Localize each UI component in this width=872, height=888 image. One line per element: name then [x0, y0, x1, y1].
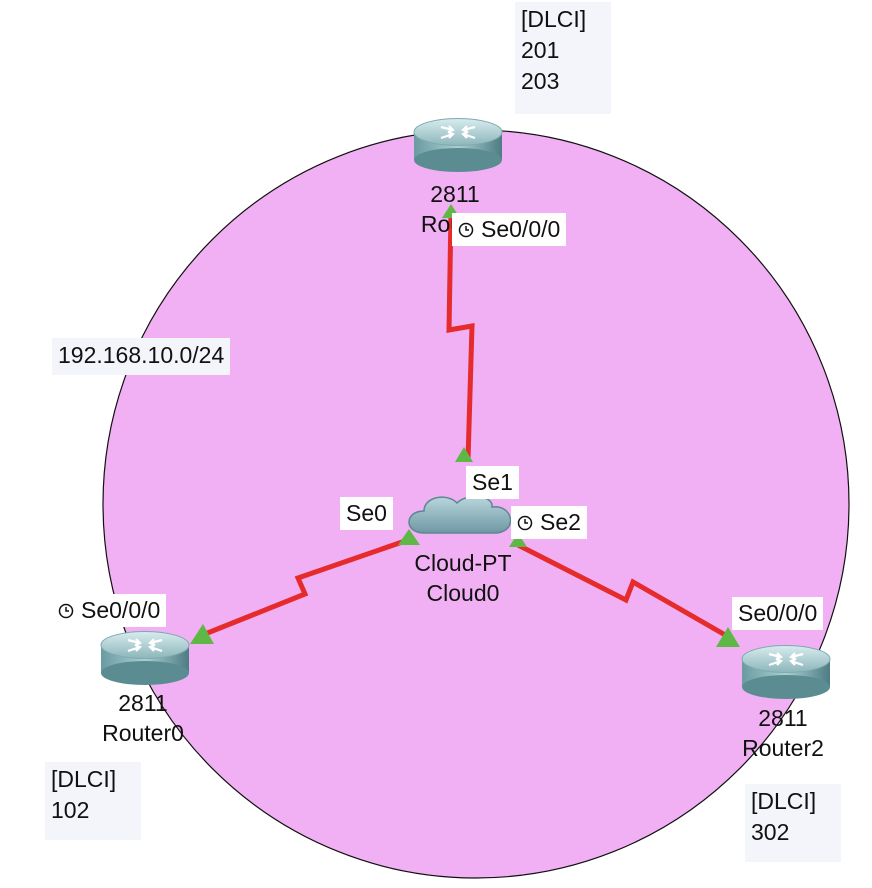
port-label-right-router: Se0/0/0 — [732, 597, 824, 630]
router-name: Router2 — [742, 735, 824, 761]
port-label-cloud-se1: Se1 — [466, 466, 519, 499]
router-name: Router0 — [102, 720, 184, 746]
dlci-note-left: [DLCI] 102 — [45, 762, 141, 840]
dlci-note-right: [DLCI] 302 — [745, 784, 841, 862]
dlci-value: 201 — [521, 37, 560, 63]
router-icon — [100, 630, 190, 686]
network-address-label: 192.168.10.0/24 — [52, 338, 231, 375]
port-label-top-router: Se0/0/0 — [452, 213, 567, 246]
cloud-type: Cloud-PT — [414, 550, 512, 576]
port-name: Se0/0/0 — [81, 597, 161, 623]
dlci-value: 203 — [521, 68, 560, 94]
port-label-cloud-se0: Se0 — [340, 497, 393, 530]
link-top-router-cloud[interactable] — [446, 211, 475, 461]
link-end-cloud-se1 — [455, 447, 473, 462]
link-end-cloud-se2 — [509, 533, 527, 547]
port-name: Se0 — [346, 500, 387, 526]
cloud-icon[interactable] — [408, 495, 512, 534]
router-right[interactable] — [741, 644, 831, 700]
link-left-router-cloud[interactable] — [199, 537, 409, 639]
clock-icon — [517, 515, 533, 531]
dlci-value: 102 — [51, 797, 90, 823]
port-label-cloud-se2: Se2 — [511, 506, 587, 539]
port-name: Se0/0/0 — [738, 600, 818, 626]
dlci-note-top: [DLCI] 201 203 — [515, 2, 611, 114]
router-right-caption: 2811 Router2 — [742, 703, 824, 763]
router-left-caption: 2811 Router0 — [102, 688, 184, 748]
port-name: Se1 — [472, 469, 513, 495]
dlci-title: [DLCI] — [521, 6, 587, 32]
link-right-router-cloud[interactable] — [516, 542, 729, 639]
link-end-cloud-se0 — [398, 529, 420, 545]
clock-icon — [458, 222, 474, 238]
dlci-title: [DLCI] — [751, 788, 817, 814]
link-end-right-router — [716, 627, 740, 647]
dlci-title: [DLCI] — [51, 766, 117, 792]
router-top[interactable] — [413, 117, 503, 173]
router-icon — [741, 644, 831, 700]
router-left[interactable] — [100, 630, 190, 686]
port-name: Se0/0/0 — [481, 216, 561, 242]
router-model: 2811 — [430, 181, 480, 207]
clock-icon — [58, 603, 74, 619]
cloud-name: Cloud0 — [426, 580, 500, 606]
router-model: 2811 — [758, 705, 808, 731]
link-end-left-router — [190, 624, 214, 644]
dlci-value: 302 — [751, 819, 790, 845]
network-address: 192.168.10.0/24 — [58, 342, 225, 368]
router-icon — [413, 117, 503, 173]
port-name: Se2 — [540, 509, 581, 535]
router-model: 2811 — [118, 690, 168, 716]
cloud-caption: Cloud-PT Cloud0 — [414, 548, 511, 608]
port-label-left-router: Se0/0/0 — [52, 594, 167, 627]
